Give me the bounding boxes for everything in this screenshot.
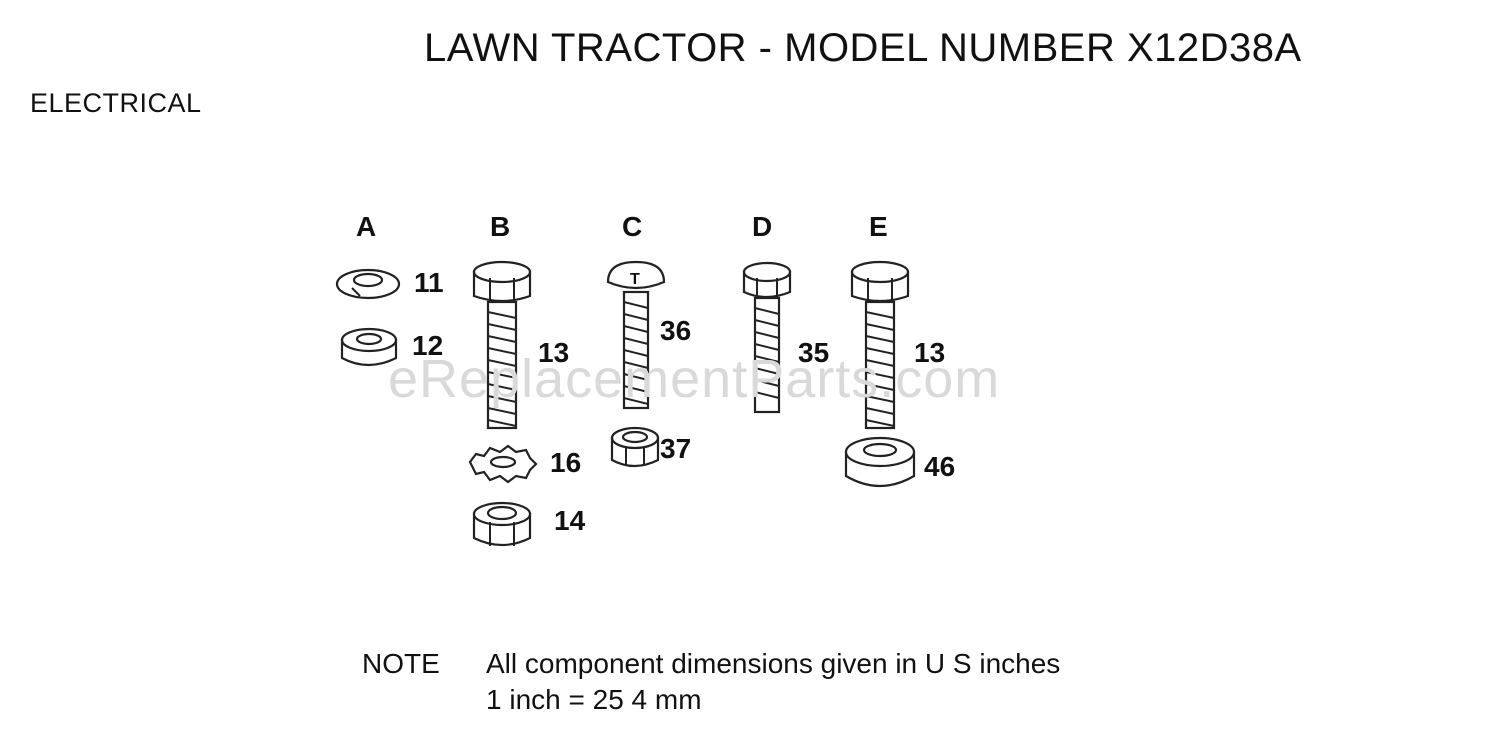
callout-16: 16 <box>550 447 581 478</box>
column-letter-e: E <box>869 211 888 242</box>
callout-13-e: 13 <box>914 337 945 368</box>
page-title: LAWN TRACTOR - MODEL NUMBER X12D38A <box>424 26 1302 70</box>
column-letter-c: C <box>622 211 642 242</box>
part-b-hex-bolt <box>472 260 532 430</box>
part-a-nut <box>340 327 398 367</box>
column-letter-a: A <box>356 211 376 242</box>
part-a-lock-washer <box>335 268 401 300</box>
note-text-dimensions: All component dimensions given in U S in… <box>486 648 1061 679</box>
callout-14: 14 <box>554 505 586 536</box>
callout-11: 11 <box>414 267 444 298</box>
part-e-nut <box>844 436 916 487</box>
part-b-lock-nut <box>472 501 532 547</box>
section-heading: ELECTRICAL <box>30 88 202 118</box>
svg-text:T: T <box>630 271 640 288</box>
column-letter-d: D <box>752 211 772 242</box>
note-label: NOTE <box>362 648 440 679</box>
column-letter-b: B <box>490 211 510 242</box>
note-text-conversion: 1 inch = 25 4 mm <box>486 684 702 715</box>
watermark: eReplacementParts.com <box>388 349 1001 409</box>
part-e-hex-bolt <box>850 260 910 430</box>
part-d-hex-bolt <box>742 261 792 414</box>
part-b-star-washer <box>468 444 538 484</box>
callout-13-b: 13 <box>538 337 569 368</box>
part-c-lock-nut <box>610 426 660 468</box>
part-c-carriage-screw: T <box>606 260 666 410</box>
callout-35: 35 <box>798 337 829 368</box>
callout-12: 12 <box>412 330 443 361</box>
callout-37: 37 <box>660 433 691 464</box>
callout-46: 46 <box>924 451 955 482</box>
callout-36: 36 <box>660 315 691 346</box>
